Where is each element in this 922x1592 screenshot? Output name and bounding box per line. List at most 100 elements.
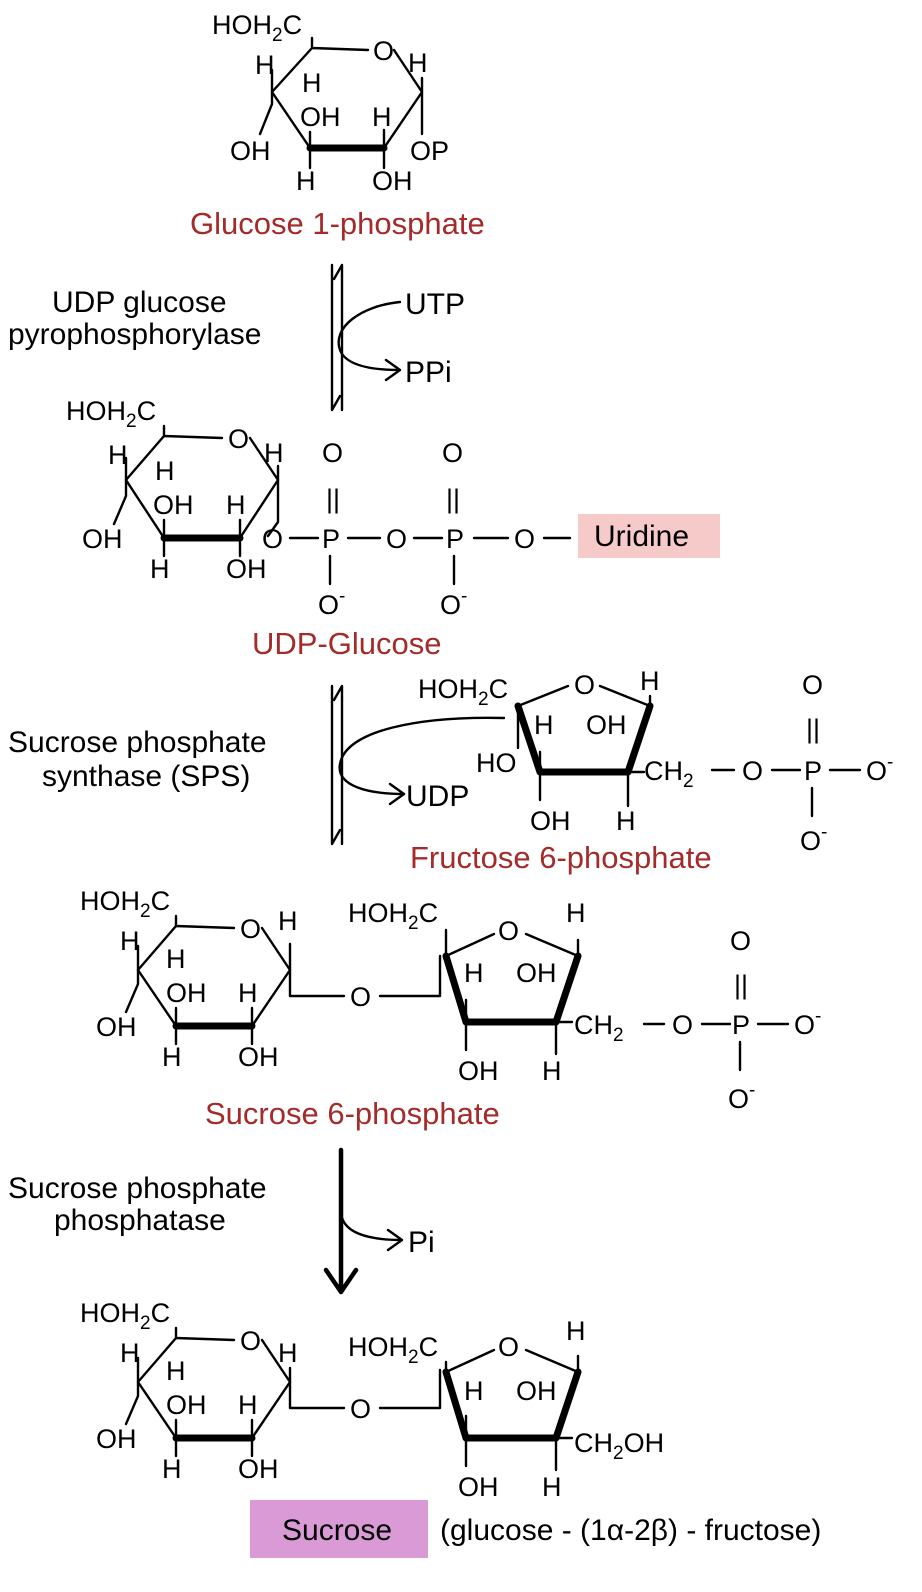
hydroxyl-label: OH <box>226 554 267 584</box>
sucrose-linkage-note: (glucose - (1α-2β) - fructose) <box>440 1514 821 1547</box>
enzyme-label: Sucrose phosphate <box>8 726 267 759</box>
ring-bonds <box>270 36 424 150</box>
double-bond: || <box>326 484 340 514</box>
hydrogen-label: H <box>566 1316 586 1346</box>
hydroxyl-label: OH <box>300 102 341 132</box>
hoh2c-label: HOH2C <box>212 10 302 46</box>
hydrogen-label: H <box>640 666 660 696</box>
hoh2c-label: HOH2C <box>348 898 438 934</box>
reaction-arrows-step-1: UTP PPi UDP glucose pyrophosphorylase <box>8 263 465 412</box>
ring-oxygen: O <box>498 916 519 946</box>
glucose-1-phosphate-structure: HOH2C O H H H OH H OH OP H OH Glucose 1-… <box>190 10 485 241</box>
bridging-oxygen: O <box>742 756 763 786</box>
hydrogen-label: H <box>534 710 554 740</box>
hydrogen-label: H <box>408 48 428 78</box>
phosphoryl-oxygen: O <box>802 670 823 700</box>
double-bond: || <box>446 484 460 514</box>
substituent-bonds <box>444 928 580 1056</box>
compound-name-sucrose: Sucrose <box>282 1514 392 1547</box>
hydrogen-label: H <box>155 456 175 486</box>
sucrose-highlight <box>250 1500 428 1558</box>
anionic-oxygen: O- <box>728 1080 755 1114</box>
phosphorus: P <box>322 524 340 554</box>
hydrogen-label: H <box>278 1338 298 1368</box>
ch2oh-label: CH2OH <box>574 1428 664 1464</box>
enzyme-label: phosphatase <box>54 1204 226 1237</box>
cofactor-udp: UDP <box>406 780 469 813</box>
bond <box>378 1368 442 1410</box>
hydrogen-label: H <box>162 1454 182 1484</box>
compound-name-udp-glucose: UDP-Glucose <box>252 626 442 661</box>
cofactor-pi: Pi <box>408 1226 435 1259</box>
hydrogen-label: H <box>372 102 392 132</box>
hydroxyl-label: OH <box>230 136 271 166</box>
hoh2c-label: HOH2C <box>66 396 156 432</box>
reaction-arrow-step-3: Pi Sucrose phosphate phosphatase <box>8 1147 435 1295</box>
compound-name-glucose-1-phosphate: Glucose 1-phosphate <box>190 206 485 241</box>
hydrogen-label: H <box>302 68 322 98</box>
hydrogen-label: H <box>166 944 186 974</box>
hydroxyl-label: OH <box>458 1472 499 1502</box>
reverse-arrow <box>332 263 344 412</box>
enzyme-label: synthase (SPS) <box>42 760 250 793</box>
hydroxyl-label: OH <box>96 1012 137 1042</box>
hydroxyl-label: OH <box>586 710 627 740</box>
anionic-oxygen: O- <box>866 752 893 786</box>
sucrose-structure: HOH2C O H H H OH H OH H OH O HOH2C O H H… <box>80 1298 821 1558</box>
compound-name-sucrose-6-phosphate: Sucrose 6-phosphate <box>205 1096 500 1131</box>
substituent-bonds <box>124 942 346 1046</box>
hoh2c-label: HOH2C <box>80 1298 170 1334</box>
cofactor-utp: UTP <box>405 288 465 321</box>
anionic-oxygen: O- <box>440 586 467 620</box>
hydrogen-label: H <box>108 440 128 470</box>
bond <box>378 954 442 998</box>
double-bond: || <box>806 714 820 744</box>
hydrogen-label: H <box>238 1390 258 1420</box>
anionic-oxygen: O- <box>318 586 345 620</box>
ring-front-bond <box>514 702 654 776</box>
substituent-bonds <box>112 456 280 558</box>
hoh2c-label: HOH2C <box>418 674 508 710</box>
forward-arrow <box>330 263 342 412</box>
substituent-bonds <box>124 1356 346 1458</box>
hydrogen-label: H <box>166 1356 186 1386</box>
ch2-label: CH2 <box>574 1010 624 1046</box>
phosphoryl-oxygen: O <box>730 926 751 956</box>
ring-bonds <box>136 1326 292 1440</box>
forward-arrow <box>330 684 342 846</box>
hydroxyl-label: OH <box>516 1376 557 1406</box>
hydroxyl-label: OH <box>516 958 557 988</box>
phosphoryl-oxygen: O <box>442 438 463 468</box>
ring-oxygen: O <box>373 36 394 66</box>
phosphorus: P <box>804 756 822 786</box>
substituent-bonds <box>516 694 652 808</box>
phosphate-label: OP <box>410 136 449 166</box>
hydrogen-label: H <box>542 1472 562 1502</box>
ring-oxygen: O <box>574 670 595 700</box>
anionic-oxygen: O- <box>800 822 827 856</box>
hydrogen-label: H <box>464 1376 484 1406</box>
hydroxyl-label: OH <box>82 524 123 554</box>
bridging-oxygen: O <box>514 524 535 554</box>
anionic-oxygen: O- <box>794 1006 821 1040</box>
hydrogen-label: H <box>278 906 298 936</box>
hydrogen-label: H <box>120 926 140 956</box>
hoh2c-label: HOH2C <box>80 886 170 922</box>
ring-front-bond <box>442 952 582 1026</box>
hydroxyl-label: OH <box>372 166 413 196</box>
hydroxyl-label: OH <box>238 1454 279 1484</box>
glycosidic-oxygen: O <box>350 982 371 1012</box>
cofactor-curve <box>338 716 506 806</box>
hydrogen-label: H <box>464 958 484 988</box>
substituent-bonds <box>444 1354 580 1472</box>
hydrogen-label: H <box>150 554 170 584</box>
ring-oxygen: O <box>228 424 249 454</box>
cofactor-ppi: PPi <box>405 356 452 389</box>
enzyme-label: pyrophosphorylase <box>8 318 262 351</box>
hydroxyl-label: OH <box>458 1056 499 1086</box>
enzyme-label: UDP glucose <box>52 286 227 319</box>
substituent-bonds <box>258 68 424 170</box>
reverse-arrow <box>332 684 344 846</box>
bridging-oxygen: O <box>672 1010 693 1040</box>
sucrose-6-phosphate-structure: HOH2C O H H H OH H OH H OH O HOH2C O H H… <box>80 886 821 1131</box>
